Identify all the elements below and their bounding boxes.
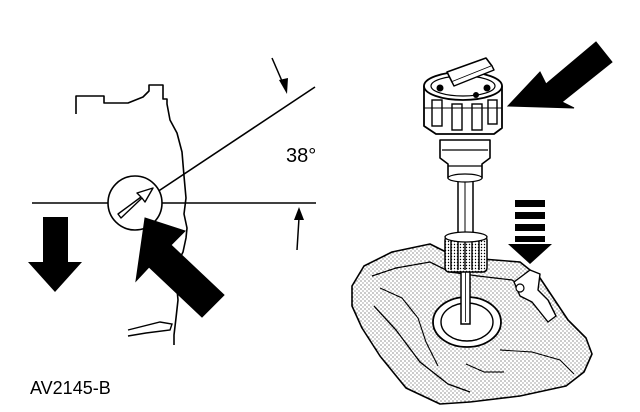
indicator-arrow-large <box>135 217 225 318</box>
angle-line <box>135 86 316 207</box>
dimension-arrow-bottom <box>294 207 304 251</box>
indicator-arrow-connector <box>506 41 613 109</box>
install-direction-arrow <box>508 200 552 264</box>
right-panel <box>351 41 613 405</box>
pointer-arrow <box>117 187 154 219</box>
dimension-arrow-top <box>271 57 288 94</box>
drive-gear <box>444 231 488 273</box>
housing-lip <box>127 321 173 337</box>
angle-label: 38° <box>286 145 316 167</box>
down-arrow-large <box>28 217 82 292</box>
left-panel: 38° <box>28 57 316 345</box>
sensor-shaft <box>457 177 474 325</box>
figure-code: AV2145-B <box>30 378 111 398</box>
sensor-neck <box>439 139 491 183</box>
sensor-connector-head <box>423 57 503 135</box>
